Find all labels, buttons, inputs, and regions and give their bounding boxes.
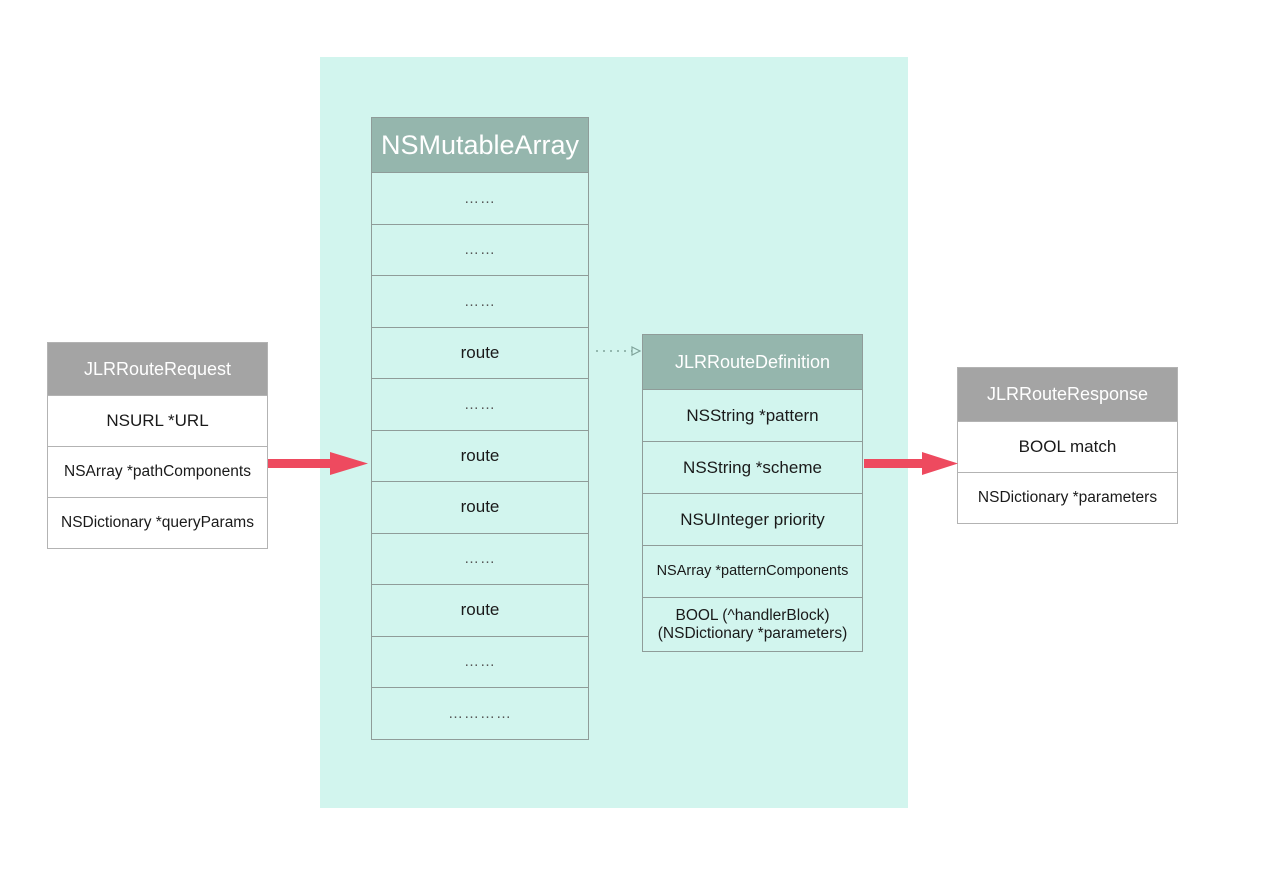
array-row: …… — [372, 275, 588, 327]
array-row-route: route — [372, 429, 588, 482]
array-row-route: route — [372, 326, 588, 379]
jlr-route-response-title: JLRRouteResponse — [958, 368, 1177, 421]
definition-field-pattern-components: NSArray *patternComponents — [643, 545, 862, 597]
request-field-query-params: NSDictionary *queryParams — [48, 497, 267, 548]
array-row: ………… — [372, 687, 588, 739]
array-row-route: route — [372, 481, 588, 533]
array-row: …… — [372, 532, 588, 585]
array-row: …… — [372, 172, 588, 224]
handler-block-line-2: (NSDictionary *parameters) — [657, 624, 848, 642]
array-row: …… — [372, 635, 588, 688]
definition-field-pattern: NSString *pattern — [643, 389, 862, 441]
request-field-url: NSURL *URL — [48, 395, 267, 446]
jlr-route-request-box: JLRRouteRequest NSURL *URL NSArray *path… — [47, 342, 268, 549]
jlr-route-definition-box: JLRRouteDefinition NSString *pattern NSS… — [642, 334, 863, 652]
ns-mutable-array-title: NSMutableArray — [372, 118, 588, 172]
ns-mutable-array-box: NSMutableArray …… …… …… route …… route r… — [371, 117, 589, 740]
jlr-route-response-box: JLRRouteResponse BOOL match NSDictionary… — [957, 367, 1178, 524]
definition-field-handler-block: BOOL (^handlerBlock) (NSDictionary *para… — [643, 597, 862, 651]
jlr-route-request-title: JLRRouteRequest — [48, 343, 267, 395]
definition-field-priority: NSUInteger priority — [643, 493, 862, 545]
response-field-match: BOOL match — [958, 421, 1177, 472]
definition-field-scheme: NSString *scheme — [643, 441, 862, 493]
jlr-route-definition-title: JLRRouteDefinition — [643, 335, 862, 389]
route-container-region — [320, 57, 908, 808]
array-row: …… — [372, 378, 588, 430]
handler-block-line-1: BOOL (^handlerBlock) — [675, 606, 830, 624]
request-field-path-components: NSArray *pathComponents — [48, 446, 267, 497]
response-field-parameters: NSDictionary *parameters — [958, 472, 1177, 523]
array-row-route: route — [372, 584, 588, 636]
array-row: …… — [372, 223, 588, 276]
